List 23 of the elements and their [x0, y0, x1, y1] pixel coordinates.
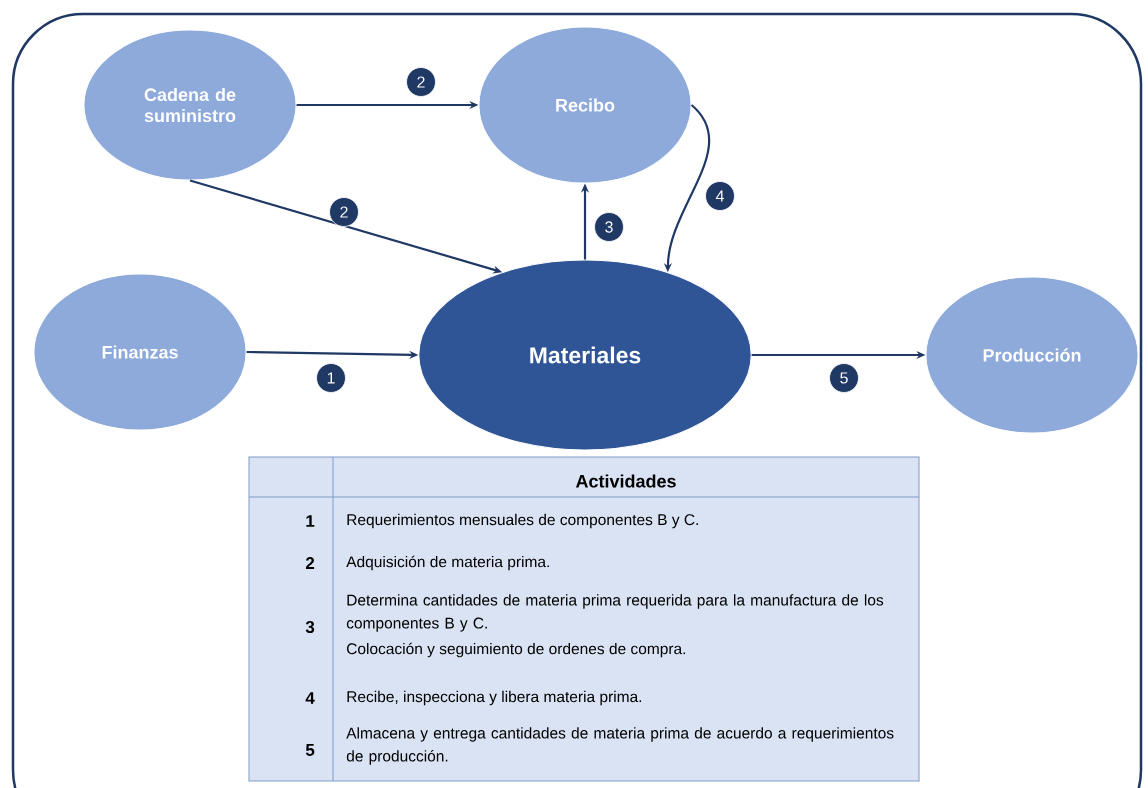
number-badge: 2: [329, 197, 359, 227]
number-badge: 1: [316, 363, 346, 393]
activity-text: Determina cantidades de materia prima requerida para la manufactura de los componentes B y C.: [346, 594, 884, 632]
table-header: Actividades: [575, 474, 676, 488]
activity-text: Almacena y entrega cantidades de materia prima de acuerdo a requerimientos de producción.: [346, 727, 894, 765]
ellipse-node: Recibo: [478, 26, 692, 184]
row-number: 5: [305, 744, 315, 756]
ellipse-node: Materiales: [418, 259, 752, 451]
ellipse-node: Finanzas: [33, 273, 247, 431]
number-badge: 4: [705, 181, 735, 211]
activity-text: Colocación y seguimiento de ordenes de compra.: [347, 642, 686, 658]
number-badge: 2: [406, 67, 436, 97]
ellipse-node: Cadena de suministro: [83, 29, 297, 181]
activity-text: Adquisición de materia prima.: [346, 555, 549, 571]
ellipse-node: Producción: [925, 276, 1139, 434]
activity-text: Requerimientos mensuales de componentes B y C.: [347, 513, 698, 529]
activity-text: Recibe, inspecciona y libera materia prima.: [347, 690, 642, 706]
row-number: 4: [305, 692, 315, 704]
row-number: 2: [305, 557, 315, 569]
number-badge: 5: [829, 363, 859, 393]
row-number: 3: [305, 621, 315, 634]
number-badge: 3: [594, 212, 624, 242]
row-number: 1: [306, 515, 315, 527]
